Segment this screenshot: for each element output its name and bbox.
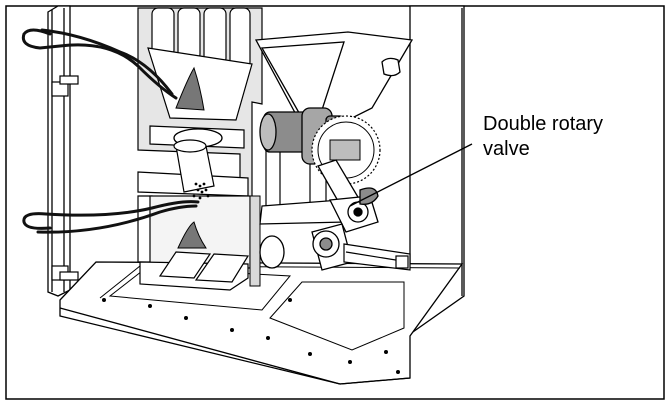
rotary-valve-assembly [311, 159, 379, 271]
drive-rail [343, 243, 411, 271]
cabinet-floor [59, 261, 464, 385]
floor-panel-left [108, 267, 292, 311]
cabinet-side-wall [409, 5, 465, 336]
mesh-grate [192, 182, 210, 200]
callout-label: Double rotary valve [483, 112, 653, 162]
door-hinge-bottom [51, 265, 79, 281]
floor-bolts [102, 298, 400, 374]
ash-drawer [139, 251, 250, 291]
floor-panel-right [269, 281, 405, 351]
open-door [47, 5, 71, 297]
ash-cone [177, 221, 207, 249]
divider-wall [249, 195, 261, 287]
callout-leader-line [349, 143, 473, 207]
inspection-port [259, 235, 285, 269]
power-cables [21, 28, 200, 234]
callout-label-line-1: Double rotary [483, 113, 604, 135]
feed-hopper [254, 31, 414, 125]
door-hinge-top [51, 75, 79, 97]
hopper-funnel [147, 47, 253, 121]
pellet-cone [175, 66, 205, 111]
burner-pipe [173, 139, 215, 193]
callout-label-line-2: valve [483, 138, 530, 160]
hopper-tubes [151, 7, 251, 69]
